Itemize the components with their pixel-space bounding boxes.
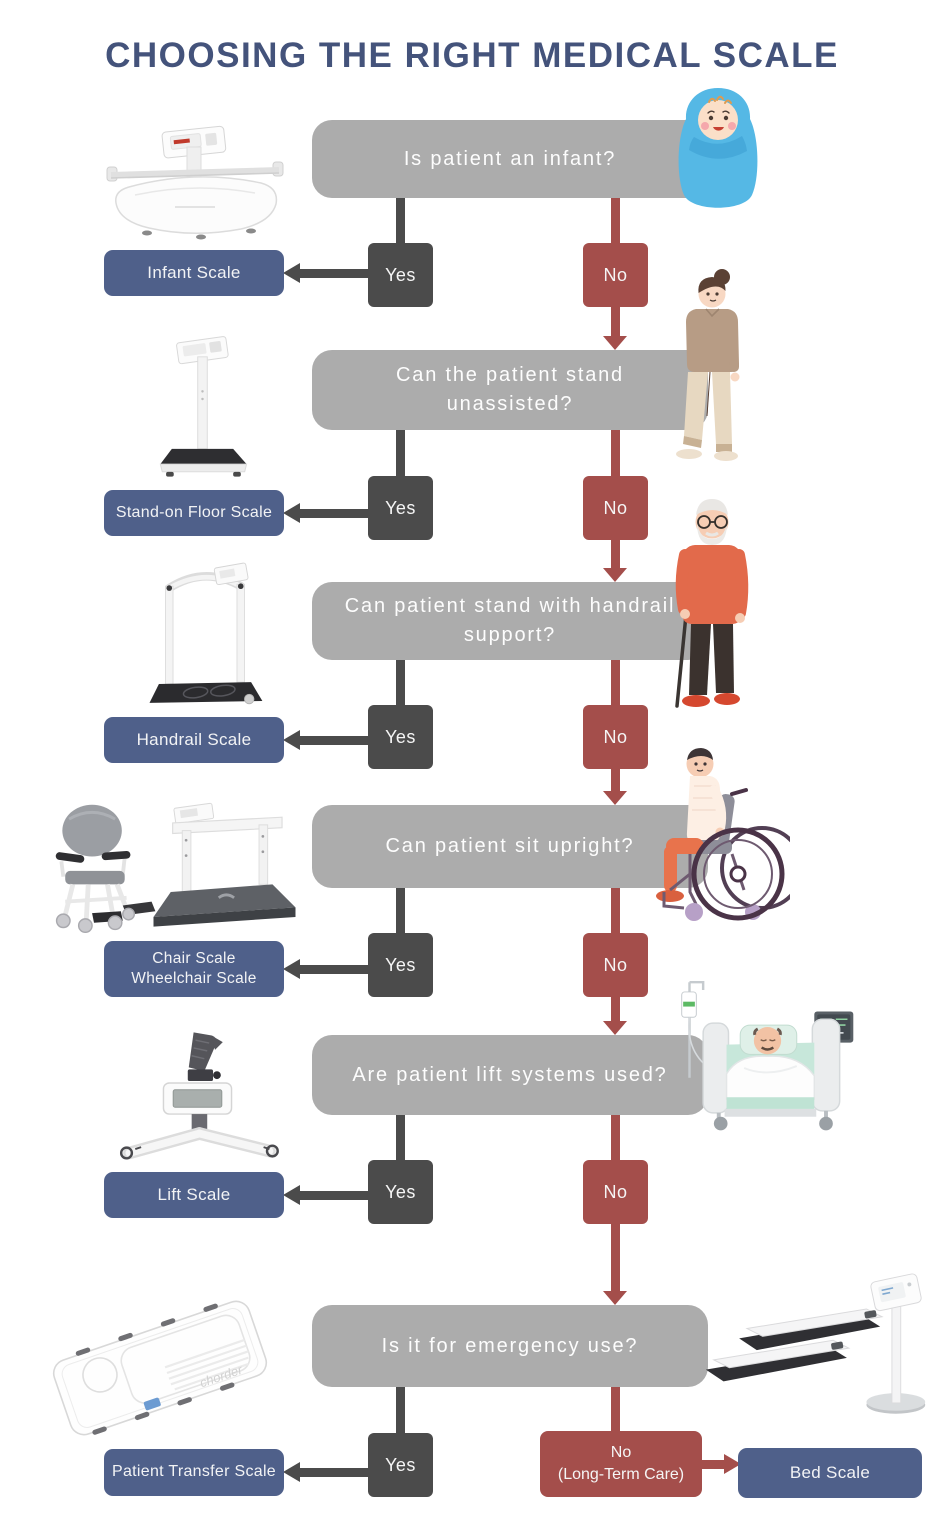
yes-arrowhead-1-icon (283, 263, 300, 283)
result-box-standon-floor-scale: Stand-on Floor Scale (104, 490, 284, 536)
yes-box-2: Yes (368, 476, 433, 540)
no-longterm-line1: No (610, 1443, 632, 1461)
yes-line-5 (396, 1114, 405, 1161)
yes-box-6: Yes (368, 1433, 433, 1497)
handrail-scale-image (140, 558, 270, 716)
patient-transfer-scale-image: chorder (45, 1283, 275, 1445)
question-box-6: Is it for emergency use? (312, 1305, 708, 1387)
yes-box-1: Yes (368, 243, 433, 307)
yes-arrow-line-6 (296, 1468, 368, 1477)
swaddled-infant-illustration (668, 85, 768, 217)
result-box-patient-transfer-scale: Patient Transfer Scale (104, 1449, 284, 1496)
elderly-man-cane-illustration (655, 493, 765, 718)
yes-line-1 (396, 197, 405, 244)
yes-arrowhead-3-icon (283, 730, 300, 750)
question-box-3: Can patient stand with handrail support? (312, 582, 708, 660)
question-box-4: Can patient sit upright? (312, 805, 708, 888)
yes-arrowhead-5-icon (283, 1185, 300, 1205)
result-box-chair-wheelchair-scale: Chair Scale Wheelchair Scale (104, 941, 284, 997)
no-box-4: No (583, 933, 648, 997)
question-text-4: Can patient sit upright? (385, 835, 635, 857)
result-box-handrail-scale: Handrail Scale (104, 717, 284, 763)
result-box-infant-scale: Infant Scale (104, 250, 284, 296)
no-arrowhead-3-icon (603, 791, 627, 805)
patient-in-hospital-bed-illustration (670, 962, 865, 1134)
yes-arrow-line-4 (296, 965, 368, 974)
no-arrowhead-4-icon (603, 1021, 627, 1035)
standon-floor-scale-image (145, 333, 260, 488)
question-box-5: Are patient lift systems used? (312, 1035, 708, 1115)
no-longterm-line2: (Long-Term Care) (557, 1466, 685, 1483)
result-box-bed-scale: Bed Scale (738, 1448, 922, 1498)
question-text-1: Is patient an infant? (403, 147, 617, 170)
man-in-wheelchair-illustration (650, 742, 790, 930)
yes-line-6 (396, 1386, 405, 1433)
question-box-1: Is patient an infant? (312, 120, 708, 198)
chair-and-wheelchair-scale-image (25, 798, 305, 940)
yes-arrowhead-2-icon (283, 503, 300, 523)
question-text-5: Are patient lift systems used? (352, 1063, 668, 1086)
result-chair-line1: Chair Scale (152, 949, 236, 967)
yes-line-3 (396, 659, 405, 706)
question-box-2: Can the patient stand unassisted? (312, 350, 708, 430)
result-box-lift-scale: Lift Scale (104, 1172, 284, 1218)
yes-arrowhead-4-icon (283, 959, 300, 979)
yes-box-5: Yes (368, 1160, 433, 1224)
yes-arrowhead-6-icon (283, 1462, 300, 1482)
result-chair-line2: Wheelchair Scale (131, 970, 257, 987)
no-line-6 (611, 1386, 620, 1432)
no-box-1: No (583, 243, 648, 307)
bed-scale-image (700, 1268, 935, 1440)
walking-woman-illustration (672, 266, 752, 462)
no-box-3: No (583, 705, 648, 769)
no-arrowhead-1-icon (603, 336, 627, 350)
yes-box-4: Yes (368, 933, 433, 997)
no-arrowhead-6-icon (724, 1454, 741, 1474)
no-box-2: No (583, 476, 648, 540)
infant-scale-image (105, 125, 285, 243)
yes-arrow-line-3 (296, 736, 368, 745)
yes-arrow-line-2 (296, 509, 368, 518)
no-arrowhead-5-icon (603, 1291, 627, 1305)
lift-scale-image (110, 1028, 285, 1170)
question-text-2: Can the patient stand unassisted? (396, 364, 624, 415)
yes-line-2 (396, 429, 405, 477)
no-arrow-line-6 (702, 1460, 726, 1469)
yes-box-3: Yes (368, 705, 433, 769)
yes-line-4 (396, 887, 405, 934)
yes-arrow-line-5 (296, 1191, 368, 1200)
no-arrowhead-2-icon (603, 568, 627, 582)
yes-arrow-line-1 (296, 269, 368, 278)
no-longterm-box: No (Long-Term Care) (540, 1431, 702, 1497)
question-text-6: Is it for emergency use? (381, 1334, 639, 1357)
question-text-3: Can patient stand with handrail support? (344, 595, 676, 646)
no-box-5: No (583, 1160, 648, 1224)
page-title: CHOOSING THE RIGHT MEDICAL SCALE (105, 36, 839, 75)
